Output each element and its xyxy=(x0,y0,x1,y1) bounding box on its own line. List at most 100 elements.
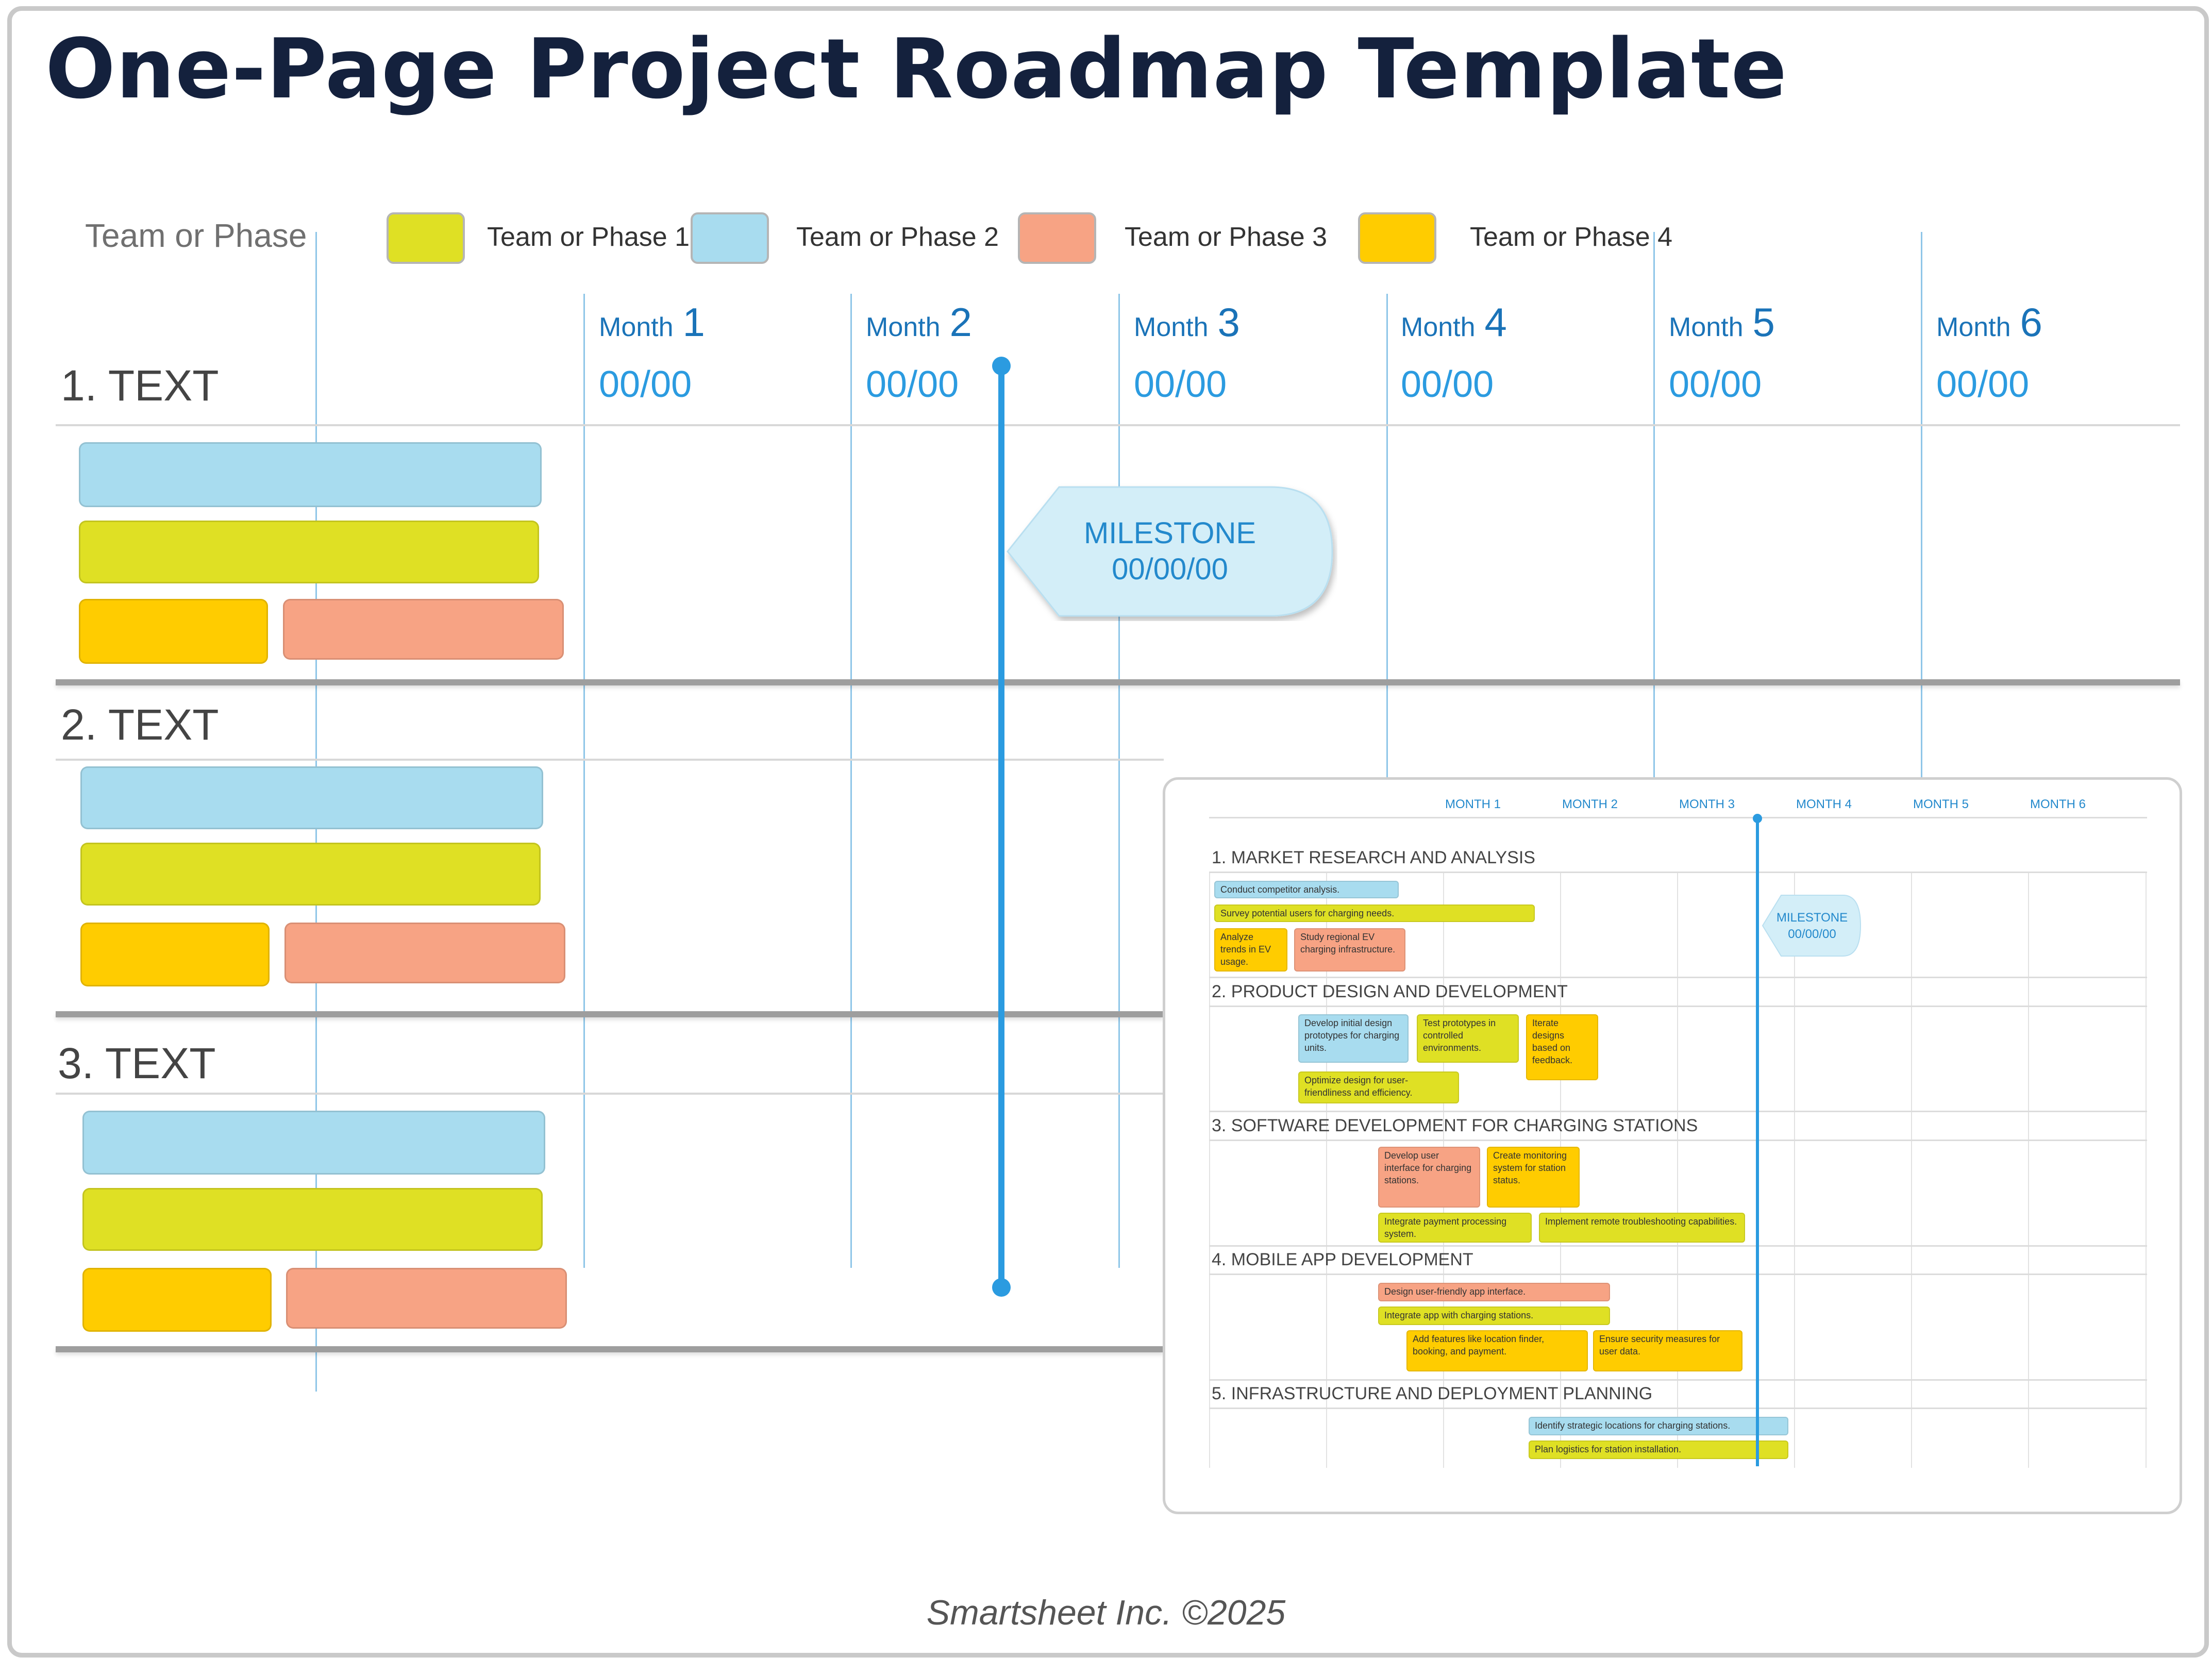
inset-header-rule xyxy=(1209,817,2147,818)
milestone-line-top-dot xyxy=(992,357,1011,375)
section-3-divider xyxy=(56,1093,1164,1095)
legend-label-phase-3: Team or Phase 3 xyxy=(1125,222,1328,252)
inset-month-5: MONTH 5 xyxy=(1913,797,1969,811)
section-1-bottom-rule xyxy=(56,679,2180,685)
inset-task[interactable]: Develop user interface for charging stat… xyxy=(1378,1147,1480,1208)
inset-task[interactable]: Iterate designs based on feedback. xyxy=(1526,1014,1598,1080)
inset-month-1: MONTH 1 xyxy=(1445,797,1501,811)
inset-section-1-bottom-rule xyxy=(1209,977,2147,978)
legend-label-phase-1: Team or Phase 1 xyxy=(487,222,690,252)
month-6-gridline xyxy=(1921,232,1922,778)
inset-section-2-title: 2. PRODUCT DESIGN AND DEVELOPMENT xyxy=(1212,982,1568,1001)
section-2-bar-phase-4[interactable] xyxy=(80,923,270,986)
inset-grid-col-4 xyxy=(1677,873,1678,1468)
inset-section-1-title: 1. MARKET RESEARCH AND ANALYSIS xyxy=(1212,848,1535,867)
inset-month-4: MONTH 4 xyxy=(1796,797,1852,811)
inset-task[interactable]: Create monitoring system for station sta… xyxy=(1487,1147,1580,1208)
inset-task[interactable]: Plan logistics for station installation. xyxy=(1529,1441,1788,1459)
section-1-bar-phase-1[interactable] xyxy=(79,521,539,583)
footer-copyright: Smartsheet Inc. ©2025 xyxy=(926,1593,1286,1632)
section-2-bar-phase-2[interactable] xyxy=(80,766,543,829)
milestone-line[interactable] xyxy=(998,366,1004,1288)
inset-grid-right xyxy=(2146,873,2147,1468)
inset-grid-col-7 xyxy=(2028,873,2029,1468)
inset-section-5-top-rule xyxy=(1209,1408,2147,1409)
legend-swatch-phase-4 xyxy=(1358,212,1436,264)
inset-milestone-dot xyxy=(1753,814,1762,823)
inset-task[interactable]: Identify strategic locations for chargin… xyxy=(1529,1417,1788,1435)
month-1-gridline xyxy=(583,294,585,1268)
inset-grid-col-1 xyxy=(1326,873,1327,1468)
inset-milestone-line xyxy=(1756,816,1759,1466)
inset-month-6: MONTH 6 xyxy=(2030,797,2086,811)
inset-month-2: MONTH 2 xyxy=(1562,797,1618,811)
section-3-bar-phase-3[interactable] xyxy=(286,1268,567,1329)
month-1-date: 00/00 xyxy=(599,364,692,405)
milestone-callout[interactable]: MILESTONE 00/00/00 xyxy=(1002,482,1337,621)
month-4-gridline xyxy=(1386,294,1388,778)
section-3-bar-phase-4[interactable] xyxy=(82,1268,272,1332)
section-3-bar-phase-1[interactable] xyxy=(82,1188,543,1251)
inset-milestone-date: 00/00/00 xyxy=(1788,927,1836,941)
section-2-bar-phase-3[interactable] xyxy=(284,923,565,983)
inset-section-4-title: 4. MOBILE APP DEVELOPMENT xyxy=(1212,1250,1473,1269)
inset-section-3-bottom-rule xyxy=(1209,1245,2147,1247)
section-1-bar-phase-3[interactable] xyxy=(283,599,564,660)
section-2-divider xyxy=(56,759,1164,761)
inset-task[interactable]: Test prototypes in controlled environmen… xyxy=(1417,1014,1519,1063)
inset-task[interactable]: Integrate app with charging stations. xyxy=(1378,1307,1610,1325)
inset-task[interactable]: Implement remote troubleshooting capabil… xyxy=(1539,1213,1745,1243)
inset-grid-left xyxy=(1209,873,1210,1468)
inset-milestone-callout[interactable]: MILESTONE 00/00/00 xyxy=(1761,892,1864,959)
example-roadmap-inset: MONTH 1 MONTH 2 MONTH 3 MONTH 4 MONTH 5 … xyxy=(1163,777,2182,1514)
inset-task[interactable]: Analyze trends in EV usage. xyxy=(1214,928,1287,972)
section-1-bar-phase-2[interactable] xyxy=(79,442,542,507)
milestone-callout-shape xyxy=(1007,486,1333,617)
inset-task[interactable]: Ensure security measures for user data. xyxy=(1593,1330,1742,1371)
inset-task[interactable]: Conduct competitor analysis. xyxy=(1214,881,1399,898)
section-3-label: 3. TEXT xyxy=(58,1039,216,1087)
inset-section-2-top-rule xyxy=(1209,1006,2147,1007)
inset-task[interactable]: Integrate payment processing system. xyxy=(1378,1213,1532,1243)
section-1-bar-phase-4[interactable] xyxy=(79,599,268,664)
inset-section-5-title: 5. INFRASTRUCTURE AND DEPLOYMENT PLANNIN… xyxy=(1212,1384,1653,1403)
inset-section-4-top-rule xyxy=(1209,1274,2147,1275)
legend-heading: Team or Phase xyxy=(85,217,307,254)
inset-grid-col-5 xyxy=(1794,873,1795,1468)
month-2-gridline xyxy=(850,294,852,1268)
inset-task[interactable]: Design user-friendly app interface. xyxy=(1378,1283,1610,1301)
inset-task[interactable]: Optimize design for user-friendliness an… xyxy=(1298,1071,1459,1103)
inset-section-3-title: 3. SOFTWARE DEVELOPMENT FOR CHARGING STA… xyxy=(1212,1116,1698,1135)
milestone-label: MILESTONE xyxy=(1083,516,1256,550)
inset-section-4-bottom-rule xyxy=(1209,1379,2147,1381)
section-1-label: 1. TEXT xyxy=(61,361,219,410)
legend-swatch-phase-1 xyxy=(387,212,465,264)
legend-swatch-phase-3 xyxy=(1018,212,1096,264)
inset-grid-col-6 xyxy=(1911,873,1912,1468)
legend-swatch-phase-2 xyxy=(691,212,769,264)
section-3-bar-phase-2[interactable] xyxy=(82,1111,545,1175)
section-1-divider xyxy=(56,424,2180,426)
inset-task[interactable]: Survey potential users for charging need… xyxy=(1214,905,1535,922)
legend-label-phase-2: Team or Phase 2 xyxy=(796,222,999,252)
legend-label-phase-4: Team or Phase 4 xyxy=(1470,222,1673,252)
inset-task[interactable]: Add features like location finder, booki… xyxy=(1406,1330,1588,1371)
milestone-date: 00/00/00 xyxy=(1112,552,1228,586)
month-4-date: 00/00 xyxy=(1401,364,1494,405)
inset-section-3-top-rule xyxy=(1209,1140,2147,1141)
inset-task[interactable]: Study regional EV charging infrastructur… xyxy=(1294,928,1405,972)
inset-milestone-label: MILESTONE xyxy=(1776,911,1848,925)
month-5-gridline xyxy=(1653,232,1655,778)
inset-month-3: MONTH 3 xyxy=(1679,797,1735,811)
page-title: One-Page Project Roadmap Template xyxy=(45,21,1788,117)
inset-task[interactable]: Develop initial design prototypes for ch… xyxy=(1298,1014,1409,1063)
section-2-label: 2. TEXT xyxy=(61,700,219,749)
section-2-bar-phase-1[interactable] xyxy=(80,843,541,906)
